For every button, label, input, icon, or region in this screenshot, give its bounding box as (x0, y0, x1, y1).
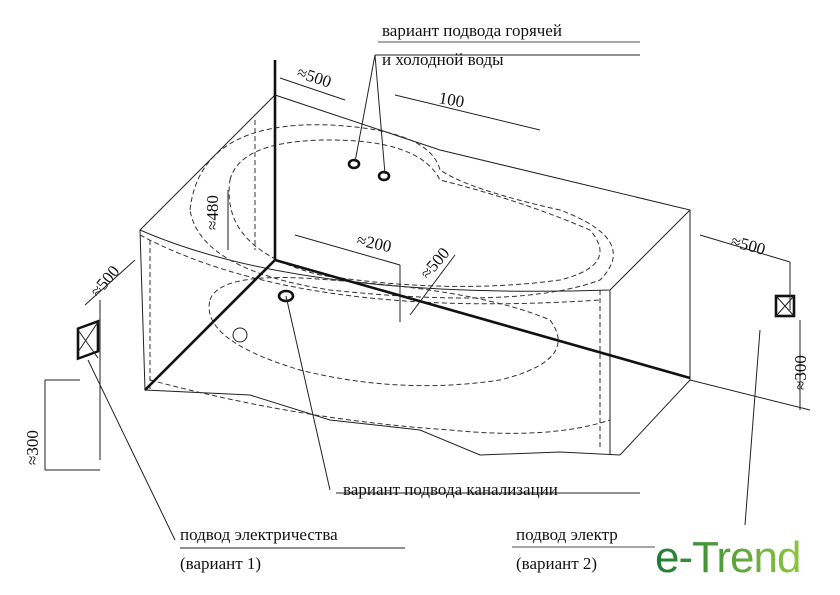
dim-left-500: ≈500 (87, 262, 124, 301)
sewer-connection-icon (277, 289, 295, 303)
label-hot-cold-line1: вариант подвода горячей (382, 21, 562, 40)
dim-right-300: ≈300 (791, 355, 810, 390)
e-trend-logo: e-Trend (655, 530, 835, 585)
electric-box-2-icon (774, 294, 796, 318)
electric-box-1-icon (76, 319, 100, 361)
reference-axes (144, 60, 691, 391)
dim-height-480: ≈480 (203, 195, 222, 230)
label-electric2-line1: подвод электр (516, 525, 618, 544)
label-hot-cold-line2: и холодной воды (382, 50, 504, 69)
label-electric1-line1: подвод электричества (180, 525, 338, 544)
dim-top-100: 100 (437, 88, 465, 111)
dim-mid-500: ≈500 (417, 244, 454, 283)
dim-right-500: ≈500 (729, 232, 768, 259)
dim-mid-200: ≈200 (355, 230, 393, 256)
label-electric2-line2: (вариант 2) (516, 554, 597, 573)
cold-water-connection-icon (377, 170, 391, 182)
bathtub-outline (139, 94, 691, 456)
dim-top-500: ≈500 (295, 63, 334, 92)
hot-water-connection-icon (347, 158, 361, 170)
dim-left-300: ≈300 (23, 430, 42, 465)
label-sewer: вариант подвода канализации (343, 480, 558, 499)
dimension-lines (44, 54, 811, 549)
label-electric1-line2: (вариант 1) (180, 554, 261, 573)
